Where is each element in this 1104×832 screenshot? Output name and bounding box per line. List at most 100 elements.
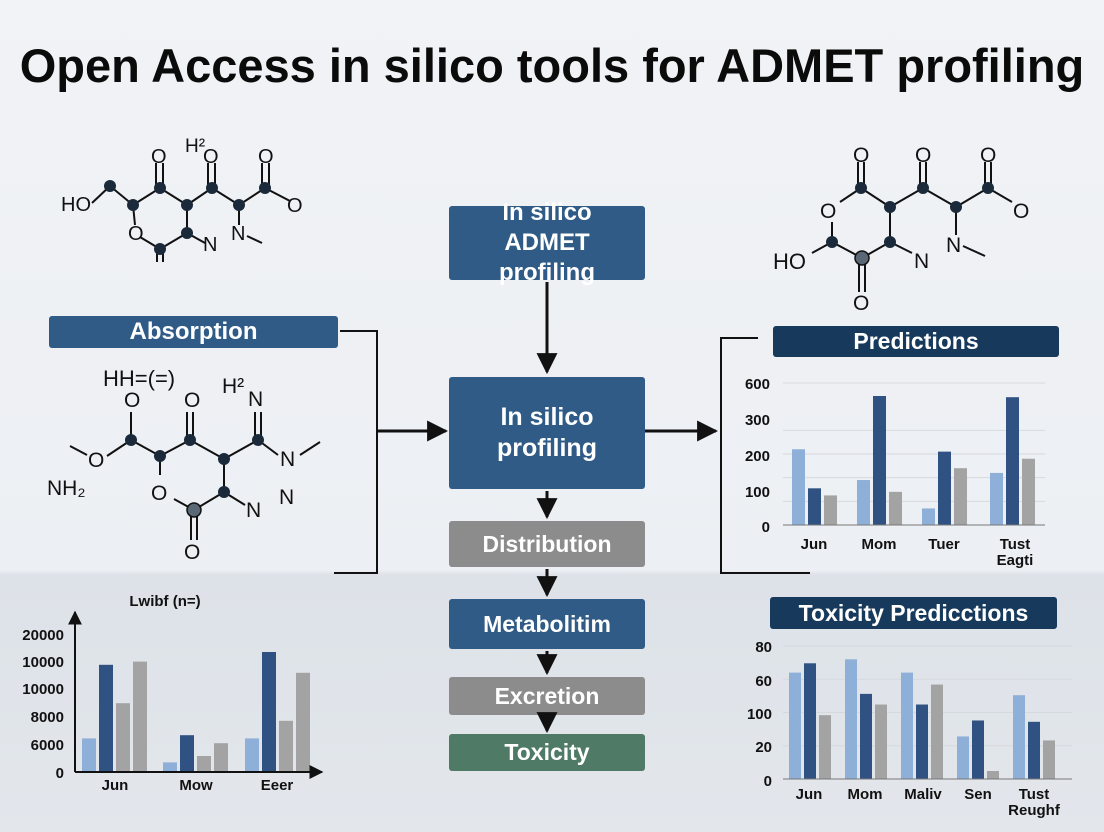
- svg-text:O: O: [184, 541, 200, 564]
- x-tick-label: Jun: [801, 536, 828, 553]
- flow-box-distribution: Distribution: [449, 521, 645, 567]
- y-tick-label: 100: [747, 706, 772, 723]
- y-tick-label: 20000: [22, 627, 64, 644]
- predictions-header: Predictions: [773, 326, 1059, 357]
- bracket-right: [720, 337, 810, 574]
- x-tick-label: Jun: [102, 777, 129, 794]
- bar: [197, 756, 211, 772]
- bar: [214, 743, 228, 772]
- bar: [857, 480, 870, 525]
- x-tick-label: Mom: [862, 536, 897, 553]
- y-tick-label: 600: [745, 376, 770, 393]
- bar: [873, 396, 886, 525]
- bar: [808, 488, 821, 525]
- x-tick-label: Eagti: [997, 552, 1034, 569]
- y-tick-label: 10000: [22, 654, 64, 671]
- svg-text:N: N: [248, 388, 263, 411]
- bar: [262, 652, 276, 772]
- svg-text:HO: HO: [773, 249, 806, 274]
- svg-text:H²: H²: [222, 375, 244, 398]
- bar: [1006, 397, 1019, 525]
- svg-text:N: N: [946, 234, 961, 257]
- toxicity-predictions-header: Toxicity Predicctions: [770, 597, 1057, 629]
- svg-text:N: N: [246, 499, 261, 522]
- bar: [901, 672, 913, 779]
- svg-text:O: O: [151, 482, 167, 505]
- x-tick-label: Eeer: [261, 777, 294, 794]
- svg-text:N: N: [231, 223, 245, 245]
- y-tick-label: 80: [755, 639, 772, 656]
- y-tick-label: 0: [762, 519, 770, 536]
- bar: [875, 704, 887, 779]
- bar: [824, 495, 837, 525]
- bar: [987, 771, 999, 779]
- bar: [957, 736, 969, 779]
- y-tick-label: 200: [745, 448, 770, 465]
- bar: [804, 663, 816, 779]
- svg-text:O: O: [258, 146, 274, 168]
- y-tick-label: 20: [755, 739, 772, 756]
- x-tick-label: Mom: [848, 786, 883, 803]
- bar: [82, 738, 96, 772]
- svg-text:N: N: [914, 250, 929, 273]
- x-tick-label: Jun: [796, 786, 823, 803]
- svg-text:O: O: [820, 200, 836, 223]
- bar: [972, 720, 984, 779]
- bar: [922, 508, 935, 525]
- svg-text:O: O: [915, 144, 931, 167]
- x-tick-label: Tuer: [928, 536, 960, 553]
- bar: [938, 451, 951, 525]
- svg-text:O: O: [853, 144, 869, 167]
- svg-text:O: O: [184, 389, 200, 412]
- bar: [279, 720, 293, 772]
- flow-box-excretion: Excretion: [449, 677, 645, 715]
- y-tick-label: 6000: [31, 737, 64, 754]
- svg-text:NH₂: NH₂: [47, 477, 85, 500]
- bar: [990, 472, 1003, 525]
- y-tick-label: 300: [745, 412, 770, 429]
- bar: [931, 684, 943, 779]
- bar: [845, 659, 857, 779]
- flow-box-toxicity: Toxicity: [449, 734, 645, 771]
- page-title: Open Access in silico tools for ADMET pr…: [19, 39, 1085, 92]
- bar: [1022, 458, 1035, 525]
- svg-text:H²: H²: [185, 136, 205, 157]
- svg-text:HO: HO: [61, 194, 91, 216]
- bar: [1013, 695, 1025, 779]
- bar: [133, 661, 147, 772]
- svg-text:N: N: [203, 234, 217, 256]
- svg-text:O: O: [287, 195, 303, 217]
- bar: [116, 703, 130, 772]
- bar: [792, 449, 805, 525]
- svg-text:N: N: [279, 486, 294, 509]
- bar: [1028, 721, 1040, 779]
- bar: [916, 704, 928, 779]
- y-tick-label: 10000: [22, 681, 64, 698]
- x-tick-label: Reughf: [1008, 802, 1061, 819]
- svg-text:HH=(=): HH=(=): [103, 366, 175, 391]
- chart-title: Lwibf (n=): [129, 593, 200, 610]
- svg-text:O: O: [151, 146, 167, 168]
- bar: [789, 672, 801, 779]
- bar: [163, 762, 177, 772]
- x-tick-label: Sen: [964, 786, 992, 803]
- bar: [99, 664, 113, 772]
- svg-text:O: O: [88, 449, 104, 472]
- x-tick-label: Maliv: [904, 786, 942, 803]
- svg-text:O: O: [980, 144, 996, 167]
- absorption-header: Absorption: [49, 316, 338, 348]
- x-tick-label: Tust: [1019, 786, 1050, 803]
- svg-text:O: O: [128, 223, 144, 245]
- y-tick-label: 60: [755, 673, 772, 690]
- bar: [860, 693, 872, 779]
- bar: [245, 738, 259, 772]
- flow-box-metabolism: Metabolitim: [449, 599, 645, 649]
- svg-text:O: O: [203, 146, 219, 168]
- svg-text:O: O: [1013, 200, 1029, 223]
- x-tick-label: Mow: [179, 777, 213, 794]
